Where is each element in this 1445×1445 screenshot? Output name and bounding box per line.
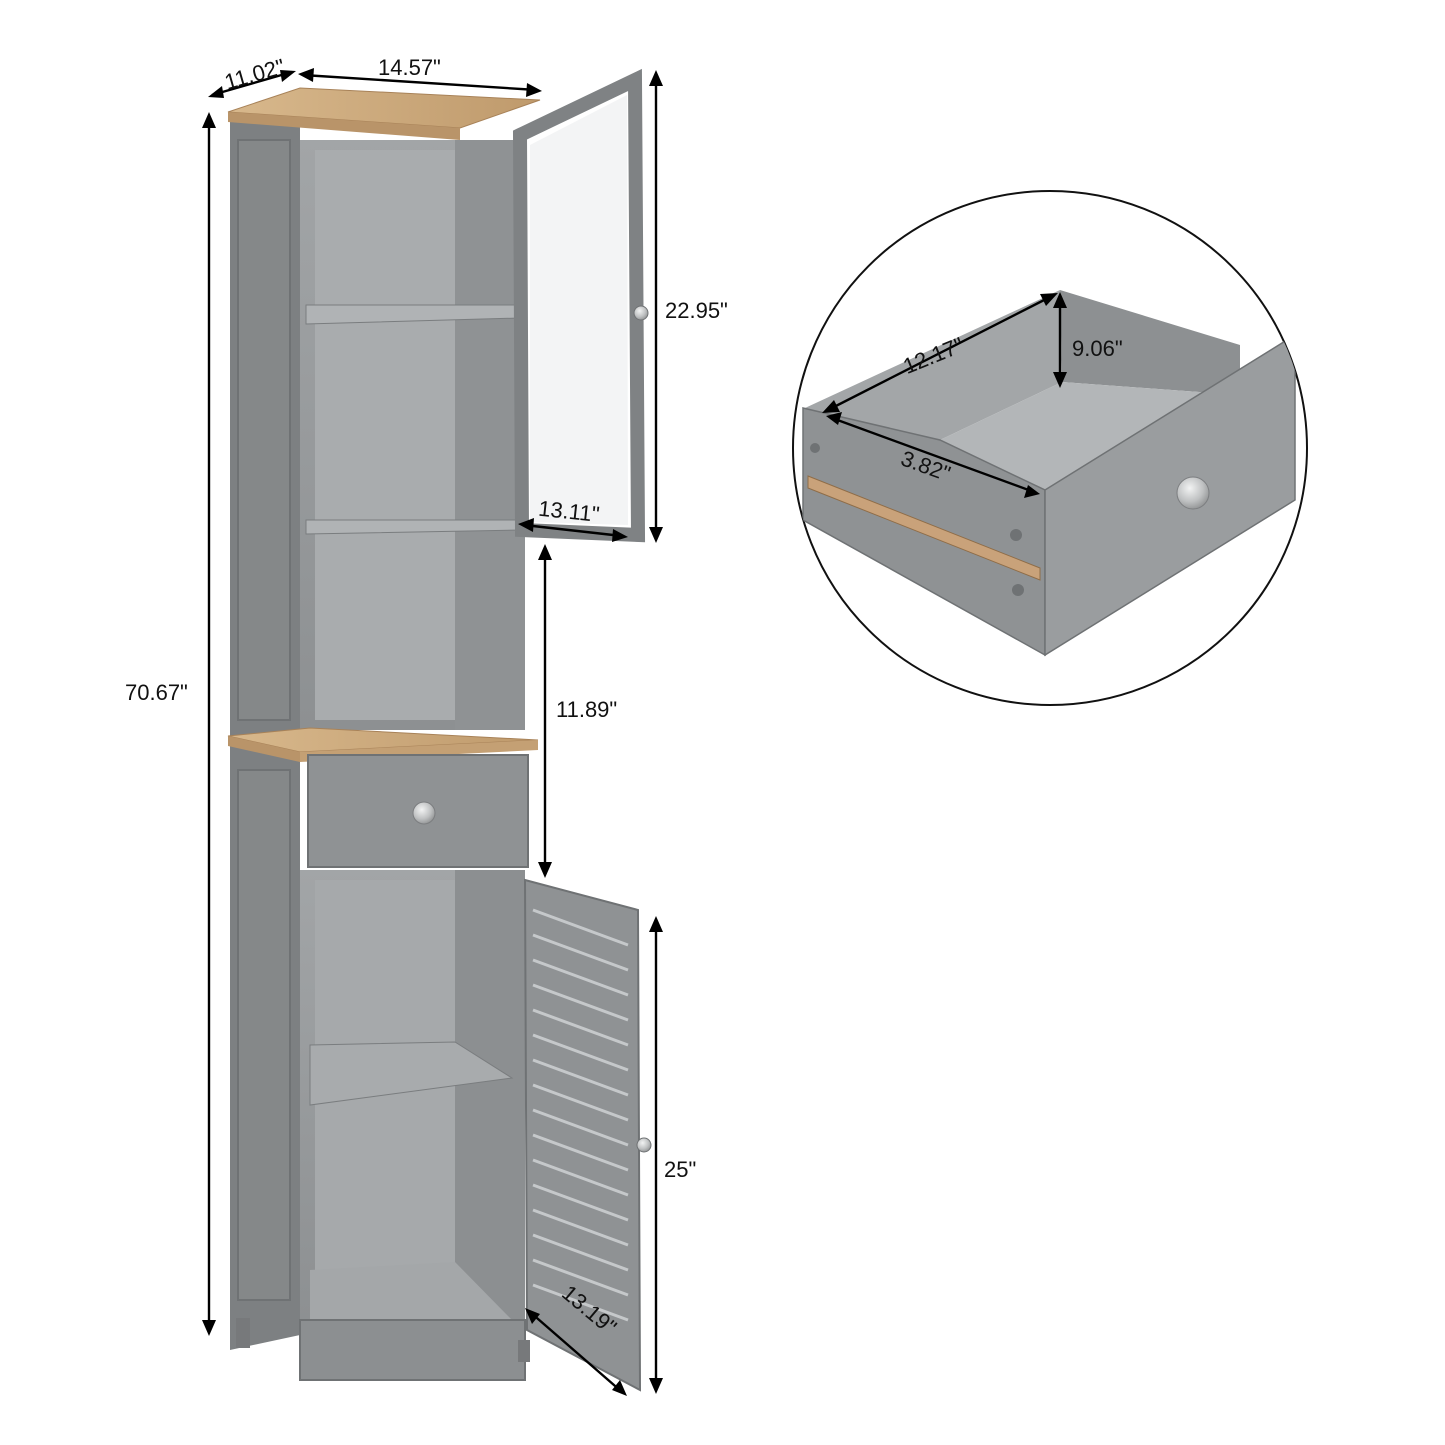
drawer-screw-1	[810, 443, 820, 453]
lower-door-knob	[636, 1137, 652, 1153]
upper-door-width-line	[523, 523, 623, 538]
tall-cabinet	[227, 68, 652, 1392]
width-arrow-end	[526, 83, 542, 97]
drawer-width-arrow-start	[826, 412, 842, 425]
cabinet-plinth	[299, 1319, 526, 1381]
drawer-length-arrow-start	[822, 400, 840, 413]
drawer-floor	[940, 382, 1240, 490]
upper-interior-back	[315, 150, 455, 720]
drawer-left-wall	[805, 290, 1062, 440]
depth-label: 11.02"	[222, 54, 288, 95]
drawer-depth-arrow-bottom	[1053, 372, 1067, 388]
lower-door-width-arrow-start	[525, 1308, 540, 1324]
lower-door-height-arrow-bottom	[649, 1378, 663, 1394]
depth-dimension-line	[211, 70, 293, 97]
drawer-back-wall	[1060, 290, 1240, 395]
middle-opening-arrow-bottom	[538, 862, 552, 878]
width-dimension-line	[302, 73, 538, 92]
upper-door-height-label: 22.95"	[665, 298, 728, 323]
lower-door-width-arrow-end	[612, 1380, 627, 1396]
upper-door-knob	[633, 305, 649, 321]
upper-door-height-arrow-top	[649, 70, 663, 86]
cabinet-drawer-knob	[412, 801, 436, 825]
drawer-width-arrow-end	[1024, 485, 1040, 498]
drawer-width-line	[831, 416, 1035, 494]
lower-door-width-line	[529, 1311, 623, 1393]
cabinet-leg-left	[236, 1318, 250, 1348]
width-arrow-start	[298, 68, 314, 82]
depth-arrow-start	[208, 86, 224, 98]
cabinet-top-edge	[228, 112, 460, 140]
drawer-detail-knob	[1176, 476, 1210, 510]
cabinet-leg-right	[518, 1340, 530, 1362]
middle-opening-arrow-top	[538, 544, 552, 560]
upper-door-width-arrow-end	[612, 529, 628, 542]
lower-door-height-label: 25"	[664, 1157, 696, 1182]
drawer-detail-callout: 12.17" 9.06" 3.82"	[792, 190, 1308, 706]
upper-right-inner-wall	[455, 140, 525, 730]
upper-door-width-arrow-start	[518, 518, 534, 532]
drawer-depth-label: 9.06"	[1072, 336, 1123, 361]
lower-floor	[310, 1262, 512, 1330]
drawer-runner	[807, 475, 1041, 581]
drawer-front-panel	[1044, 333, 1296, 657]
total-height-label: 70.67"	[125, 680, 188, 705]
drawer-length-arrow-end	[1040, 293, 1058, 306]
depth-arrow-end	[280, 70, 296, 82]
cabinet-left-side-inset-lower	[237, 769, 291, 1301]
lower-door-slats	[532, 908, 629, 1322]
width-label: 14.57"	[378, 55, 441, 80]
cabinet-left-side-inset	[237, 139, 291, 721]
lower-right-inner-wall	[455, 870, 525, 1320]
drawer-depth-arrow-top	[1053, 292, 1067, 308]
lower-shelf	[309, 1041, 514, 1106]
upper-glass-pane	[530, 95, 628, 525]
cabinet-top-board	[227, 87, 541, 129]
drawer-screw-2	[1010, 529, 1022, 541]
upper-door-height-arrow-bottom	[649, 527, 663, 543]
upper-glass-door	[512, 68, 646, 543]
middle-opening-label: 11.89"	[556, 697, 617, 722]
drawer-length-line	[827, 294, 1053, 412]
total-height-arrow-bottom	[202, 1320, 216, 1336]
cabinet-middle-edge	[228, 736, 300, 762]
total-height-arrow-top	[202, 112, 216, 128]
lower-door-height-arrow-top	[649, 916, 663, 932]
drawer-screw-3	[1012, 584, 1024, 596]
